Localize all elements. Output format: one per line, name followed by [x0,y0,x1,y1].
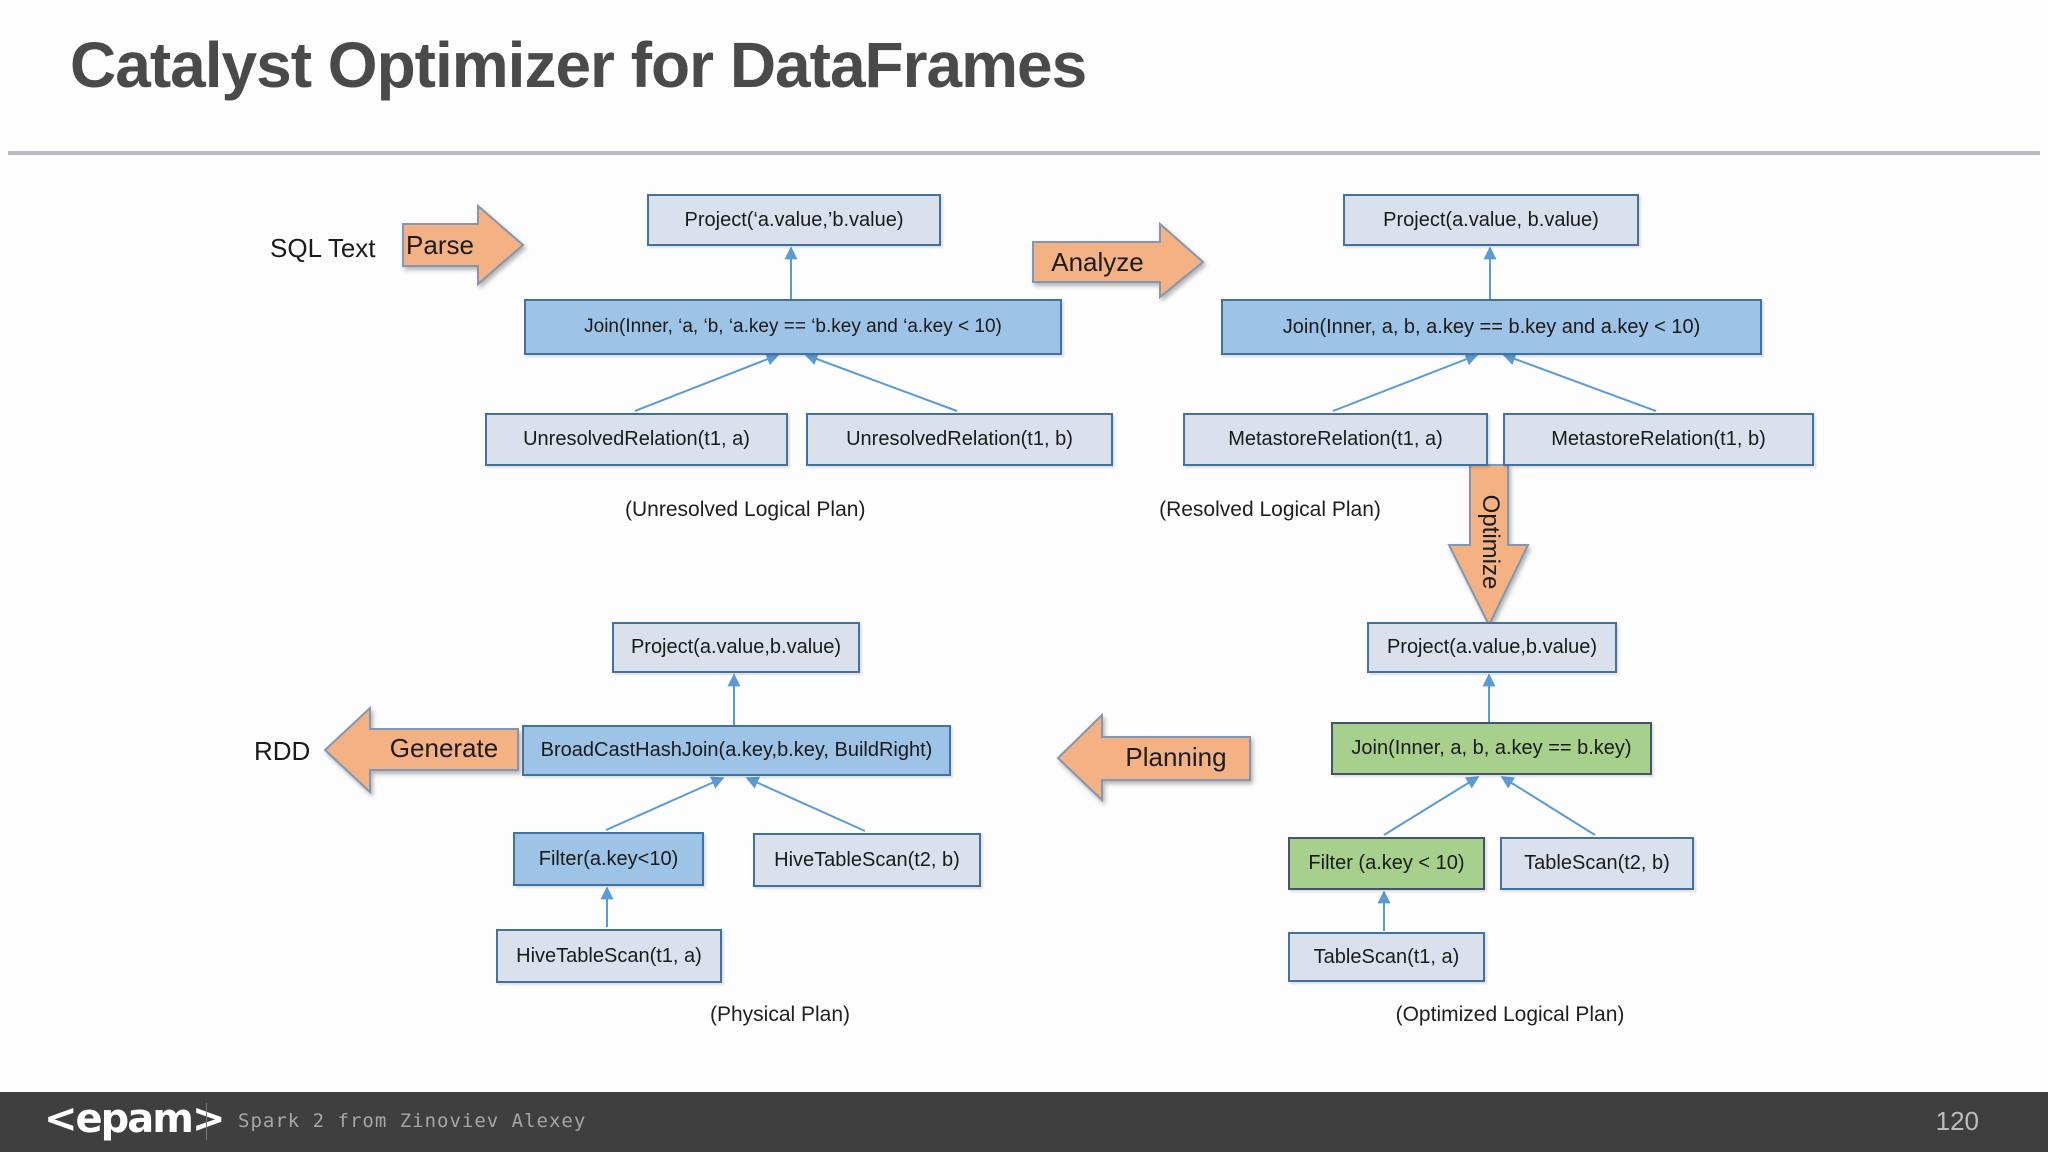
parse-arrow-label: Parse [406,230,474,260]
epam-logo: <epam> [44,1096,225,1142]
node-resolved-join: Join(Inner, a, b, a.key == b.key and a.k… [1221,299,1762,355]
node-unresolved-relation-b: UnresolvedRelation(t1, b) [806,413,1113,466]
page-number: 120 [1935,1106,1979,1136]
connector-resolved-left [1332,353,1479,412]
connector-optimized-right [1500,776,1596,836]
node-optimized-project: Project(a.value,b.value) [1367,622,1617,673]
node-unresolved-join: Join(Inner, ‘a, ‘b, ‘a.key == ‘b.key and… [524,299,1062,355]
caption-optimized-plan: (Optimized Logical Plan) [1395,1003,1625,1026]
footer-bar: <epam> Spark 2 from Zinoviev Alexey 120 [0,1092,2048,1152]
title-divider [8,151,2040,155]
node-hivetablescan-b: HiveTableScan(t2, b) [753,833,981,887]
node-tablescan-a: TableScan(t1, a) [1288,932,1485,982]
sql-text-label: SQL Text [270,233,376,263]
caption-physical-plan: (Physical Plan) [709,1003,851,1026]
node-physical-project: Project(a.value,b.value) [612,622,860,673]
footer-caption: Spark 2 from Zinoviev Alexey [238,1110,587,1132]
rdd-label: RDD [254,736,311,766]
node-optimized-join: Join(Inner, a, b, a.key == b.key) [1331,722,1652,775]
optimize-arrow-label: Optimize [1477,494,1504,590]
node-optimized-filter: Filter (a.key < 10) [1288,837,1485,890]
connector-physical-left [605,776,725,831]
generate-arrow-label: Generate [389,733,499,763]
connector-resolved-right [1502,352,1657,412]
planning-arrow-label: Planning [1125,742,1227,772]
node-tablescan-b: TableScan(t2, b) [1500,837,1694,890]
node-resolved-project: Project(a.value, b.value) [1343,194,1639,246]
node-hivetablescan-a: HiveTableScan(t1, a) [496,929,722,983]
node-metastore-relation-b: MetastoreRelation(t1, b) [1503,413,1814,466]
node-unresolved-relation-a: UnresolvedRelation(t1, a) [485,413,788,466]
analyze-arrow-label: Analyze [1051,247,1144,277]
footer-divider [206,1103,207,1140]
connector-physical-right [745,776,866,832]
caption-unresolved-plan: (Unresolved Logical Plan) [625,498,866,521]
node-broadcast-hash-join: BroadCastHashJoin(a.key,b.key, BuildRigh… [522,725,951,776]
connector-unresolved-right [804,352,958,412]
connector-unresolved-left [634,353,780,412]
node-metastore-relation-a: MetastoreRelation(t1, a) [1183,413,1488,466]
caption-resolved-plan: (Resolved Logical Plan) [1159,498,1381,521]
node-physical-filter: Filter(a.key<10) [513,832,704,886]
connector-optimized-left [1383,776,1480,836]
node-unresolved-project: Project(‘a.value,’b.value) [647,194,941,246]
page-title: Catalyst Optimizer for DataFrames [70,29,1087,101]
